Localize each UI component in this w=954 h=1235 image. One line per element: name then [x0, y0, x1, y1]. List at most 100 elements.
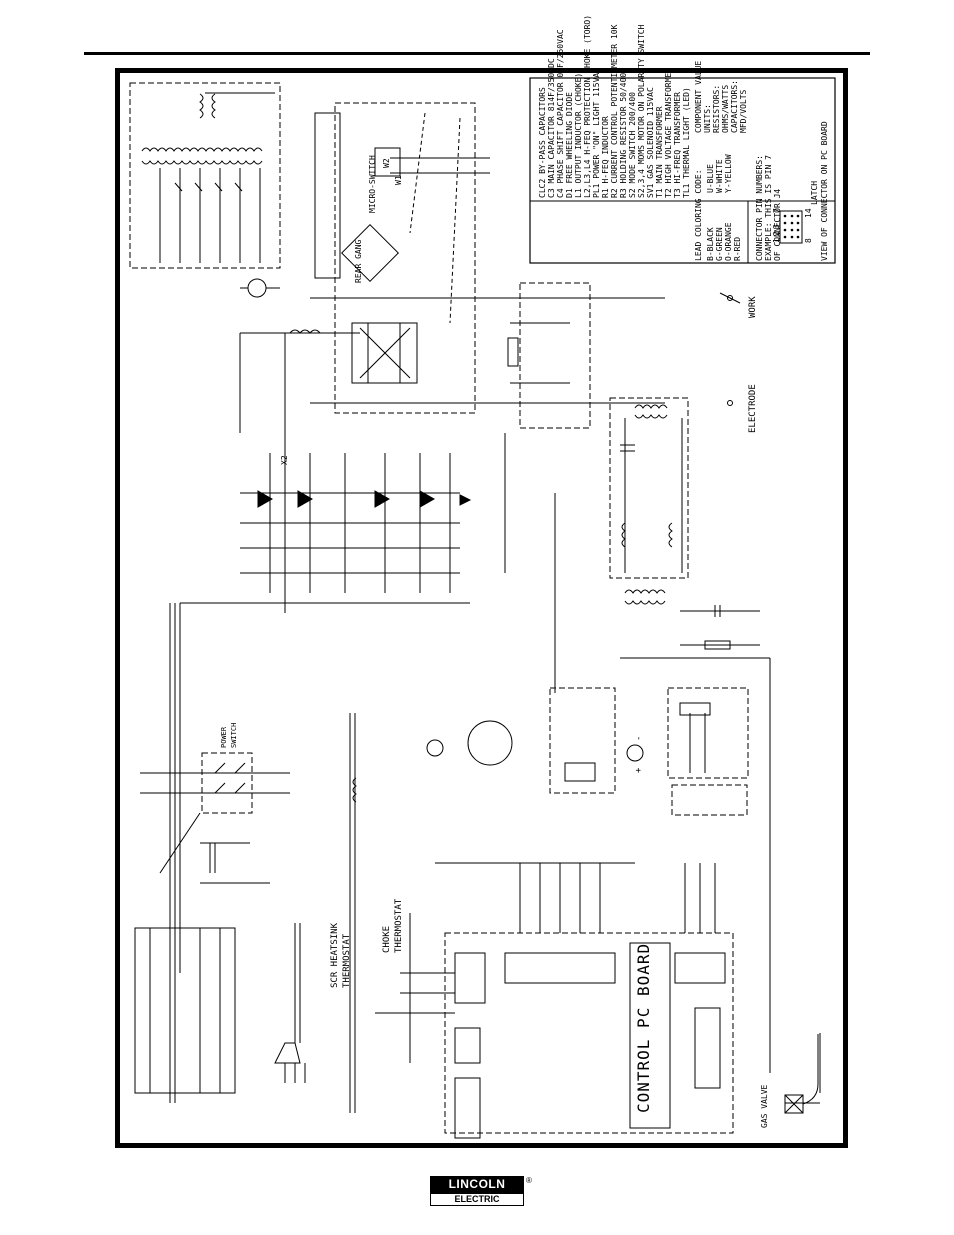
latch-text: LATCH	[810, 180, 819, 205]
lead-colors-left: B-BLACK G-GREEN O-ORANGE R-RED	[706, 222, 742, 261]
pin-number-3: 3	[772, 224, 781, 229]
pc-connector-j6	[694, 1007, 721, 1089]
component-value: RESISTORS:	[712, 84, 721, 133]
component-legend: CLC2 BY-PASS CAPACITORS C3 MAIN CAPACITO…	[538, 15, 691, 198]
legend-item: T3 HI-FREQ TRANSFORMER	[673, 92, 682, 198]
power-switch-box	[201, 752, 253, 814]
connector-view-label: VIEW OF CONNECTOR ON PC BOARD	[820, 121, 829, 261]
logo-bottom: ELECTRIC	[430, 1193, 524, 1206]
lead-coloring-code: LEAD COLORING CODE:	[694, 169, 703, 261]
legend-item: L2,L3,L4 H-FEQ PROTECTION CHOKE (TORO)	[583, 14, 592, 198]
legend-item: D1 FREE WHEELING DIODE	[565, 92, 574, 198]
lead-color: Y-YELLOW	[724, 154, 733, 193]
pin-number-1: 1	[772, 238, 781, 243]
w2-label: W2	[382, 158, 391, 168]
pc-board-label-box	[629, 942, 671, 1129]
rear-gang-switch	[341, 224, 399, 282]
component-value-heading: COMPONENT VALUE	[694, 60, 703, 133]
component-values: COMPONENT VALUE UNITS: RESISTORS: OHMS/W…	[694, 61, 748, 133]
scr-thermostat-label-1: SCR HEATSINK	[330, 922, 340, 988]
schematic	[129, 77, 836, 1139]
header-rule	[84, 52, 870, 55]
legend-item: R1 H-FEQ INDUCTOR	[601, 116, 610, 198]
latch-label: LATCH	[810, 181, 819, 205]
pc-connector-j3	[454, 1077, 481, 1139]
choke-thermostat-label-1: CHOKE	[382, 925, 392, 953]
lead-color: O-ORANGE	[724, 222, 733, 261]
component-value: UNITS:	[703, 104, 712, 133]
legend-item: T1 MAIN TRANSFORMER	[655, 106, 664, 198]
micro-switch	[374, 147, 401, 177]
lead-color: B-BLACK	[706, 227, 715, 261]
legend-item: T2 HIGH VOLTAGE TRANSFORMER	[664, 67, 673, 198]
pc-connector-j1	[454, 952, 486, 1004]
pin-view: VIEW OF CONNECTOR ON PC BOARD	[820, 121, 829, 261]
connector-pin-diagram	[779, 210, 803, 244]
legend-item: C3 MAIN CAPACITOR 814F/350VDC	[547, 58, 556, 198]
current-control-box	[667, 687, 749, 779]
legend-item: L1 OUTPUT INDUCTOR (CHOKE)	[574, 72, 583, 198]
pin-title: CONNECTOR PIN NUMBERS:	[755, 155, 764, 261]
power-switch-label-2: SWITCH	[230, 722, 238, 748]
output-terminal-box	[519, 282, 591, 429]
free-wheel-diode	[459, 494, 472, 506]
pin-number-2: 2	[772, 231, 781, 236]
legend-item: CLC2 BY-PASS CAPACITORS	[538, 87, 547, 198]
lead-color: R-RED	[733, 236, 742, 261]
lincoln-electric-logo: LINCOLN ELECTRIC ®	[430, 1176, 532, 1206]
thermal-light	[626, 744, 644, 762]
scr-1	[257, 490, 274, 508]
logo-bottom-text: ELECTRIC	[454, 1194, 500, 1204]
lead-colors-right: U-BLUE W-WHITE Y-YELLOW	[706, 154, 733, 193]
logo-top-text: LINCOLN	[448, 1177, 506, 1191]
power-on-light	[426, 739, 444, 757]
pin-number-7: 7	[772, 208, 781, 213]
holding-resistor	[507, 337, 519, 367]
choke-thermostat-label-2: THERMOSTAT	[394, 898, 404, 953]
hi-freq-box	[609, 397, 689, 579]
x2-label: X2	[280, 455, 289, 465]
fan-motor	[467, 720, 513, 766]
pin-number-8: 8	[804, 238, 813, 243]
pot-plus-label: +	[634, 767, 644, 773]
scr-thermostat-label-2: THERMOSTAT	[342, 933, 352, 988]
legend-item: SV1 GAS SOLENOID 115VAC	[646, 87, 655, 198]
legend-item: S2,3,4 MOMS MOTOR ON POLARITY SWITCH	[637, 24, 646, 198]
work-terminal-label: WORK	[748, 296, 758, 318]
fan-motor-small	[247, 278, 267, 298]
registered-mark: ®	[526, 1176, 532, 1185]
component-value: CAPACITORS:	[730, 80, 739, 133]
scr-2	[297, 490, 314, 508]
logo-top: LINCOLN	[430, 1176, 524, 1193]
current-pot	[679, 702, 711, 716]
micro-switch-label: MICRO-SWITCH	[368, 155, 377, 213]
w1-label: W1	[394, 175, 403, 185]
legend-item: R2 CURRENT CONTROL POTENTIOMETER 10K	[610, 24, 619, 198]
wiring-diagram-frame: CLC2 BY-PASS CAPACITORS C3 MAIN CAPACITO…	[115, 15, 848, 1148]
lead-coloring-title: LEAD COLORING CODE:	[694, 169, 703, 261]
power-switch-label-1: POWER	[220, 726, 228, 748]
pin-number-14: 14	[804, 208, 813, 218]
pc-connector-j4	[504, 952, 616, 984]
component-value: OHMS/WATTS	[721, 84, 730, 133]
pot-minus-label: -	[634, 735, 644, 741]
control-pc-board	[444, 932, 734, 1134]
pc-connector-j5	[674, 952, 726, 984]
gas-valve-label: GAS VALVE	[760, 1084, 769, 1128]
legend-item: S2 MODE SWITCH 200/400	[628, 92, 637, 198]
scr-3	[374, 490, 391, 508]
input-terminal-strip	[134, 927, 236, 1094]
legend-item: PL1 POWER "ON" LIGHT 115VAC	[592, 67, 601, 198]
lead-color: G-GREEN	[715, 227, 724, 261]
gas-solenoid-box	[549, 687, 616, 794]
main-transformer-box	[129, 82, 281, 269]
legend-item: C4 PHASE SHIFT CAPACITOR 04F/250VAC	[556, 29, 565, 198]
pc-connector-j2	[454, 1027, 481, 1064]
legend-box	[529, 77, 836, 264]
legend-item: TL1 THERMAL LIGHT (LED)	[682, 87, 691, 198]
component-value: MFD/VOLTS	[739, 89, 748, 133]
rear-gang-label: REAR GANG	[354, 239, 363, 283]
control-pc-board-label: CONTROL PC BOARD	[634, 942, 653, 1113]
electrode-terminal-label: ELECTRODE	[748, 384, 758, 433]
lead-color: W-WHITE	[715, 159, 724, 193]
